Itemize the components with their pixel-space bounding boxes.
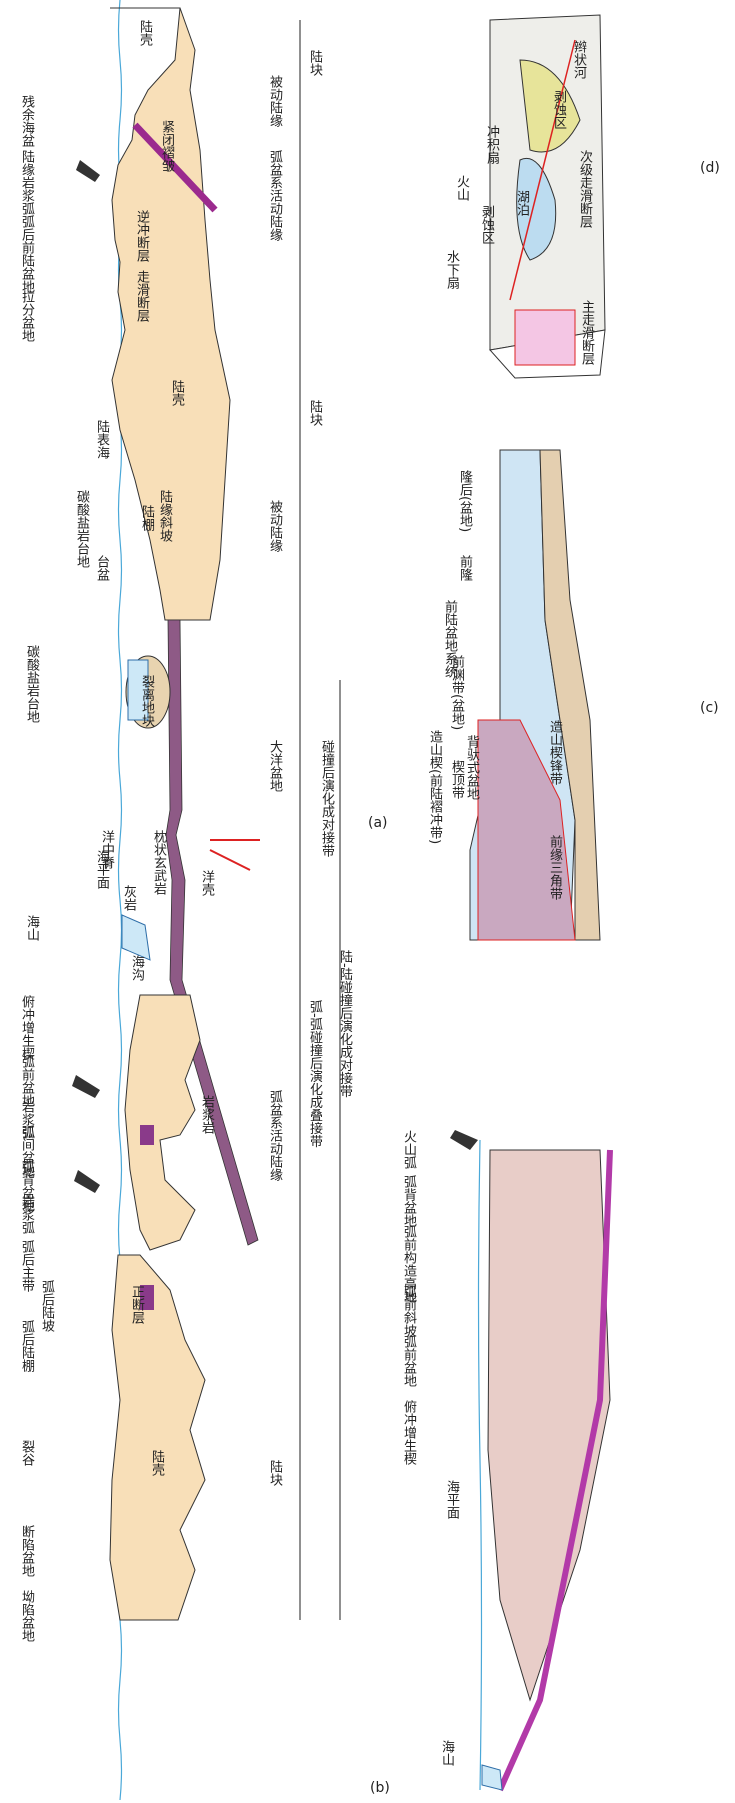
label-backarc-b: 弧背盆地: [402, 1175, 415, 1227]
zone-passive-top: 被动陆缘: [268, 75, 281, 127]
arc-crust-lower: [125, 995, 200, 1250]
panel-a-section: [72, 0, 340, 1800]
label-foreland-system: 前陆盆地系统: [443, 600, 456, 678]
label-continental-crust-top: 陆壳: [138, 20, 151, 46]
label-main-fault: 主走滑断层: [580, 300, 593, 365]
label-erosion-2: 剥蚀区: [480, 205, 493, 244]
label-strike-slip-fault: 走滑断层: [135, 270, 148, 322]
label-piggyback: 背驮式盆地: [465, 735, 478, 800]
label-forearc-slope-b: 弧前斜坡: [402, 1285, 415, 1337]
panel-c-section: [470, 450, 600, 940]
label-continental-crust-mid: 陆壳: [170, 380, 183, 406]
seamount-b: [482, 1765, 502, 1790]
label-seamount-b: 海山: [440, 1740, 453, 1766]
label-mid-ocean-ridge: 洋中脊: [100, 830, 113, 869]
label-continental-crust-bottom: 陆壳: [150, 1450, 163, 1476]
label-alluvial-fan: 冲积扇: [485, 125, 498, 164]
label-retroarc-foreland: 弧后前陆盆地: [20, 215, 33, 293]
caption-c: (c): [700, 700, 719, 716]
label-shelf: 陆棚: [140, 505, 153, 531]
label-seamount: 海山: [25, 915, 38, 941]
label-thrust-fault: 逆冲断层: [135, 210, 148, 262]
label-rift: 裂谷: [20, 1440, 33, 1466]
zone-passive-mid: 被动陆缘: [268, 500, 281, 552]
label-carbonate-platform-1: 碳酸盐岩台地: [75, 490, 88, 568]
seamount-a: [122, 915, 150, 960]
label-backarc-shelf: 弧后陆棚: [20, 1320, 33, 1372]
arc-wedge-b: [488, 1150, 610, 1700]
label-rifted-block: 裂离地块: [140, 675, 153, 727]
label-pillow-basalt: 枕状玄武岩: [152, 830, 165, 895]
label-magmatic-arc-2: 岩浆弧: [20, 1195, 33, 1234]
label-backbulge: 隆后(盆地): [458, 470, 471, 532]
label-volcanic-arc-b: 火山弧: [402, 1130, 415, 1169]
zone-ocean-basin: 大洋盆地: [268, 740, 281, 792]
label-wedge-front: 造山楔锋带: [548, 720, 561, 785]
label-limestone: 灰岩: [122, 885, 135, 911]
label-erosion-1: 剥蚀区: [552, 90, 565, 129]
label-oceanic-crust: 洋壳: [200, 870, 213, 896]
zone-active-top: 弧盆系活动陆缘: [268, 150, 281, 241]
label-orogenic-wedge: 造山楔(前陆褶冲带): [428, 730, 441, 844]
zone-block-mid: 陆块: [308, 400, 321, 426]
caption-a: (a): [368, 815, 388, 831]
label-depression-basin: 坳陷盆地: [20, 1590, 33, 1642]
zone-active-bottom: 弧盆系活动陆缘: [268, 1090, 281, 1181]
fault-hatch-d: [515, 310, 575, 365]
zone-block-top: 陆块: [308, 50, 321, 76]
label-continental-arc: 陆缘岩浆弧: [20, 150, 33, 215]
sea-level-line-b: [479, 1140, 482, 1790]
label-accretionary-b: 俯冲增生楔: [402, 1400, 415, 1465]
label-forearc-basin-b: 弧前盆地: [402, 1335, 415, 1387]
label-secondary-fault: 次级走滑断层: [578, 150, 591, 228]
evolution-arc: 弧-弧碰撞后演化成叠接带: [308, 1000, 321, 1148]
label-fault-basin: 断陷盆地: [20, 1525, 33, 1577]
label-volcano-d: 火山: [455, 175, 468, 201]
zone-block-bottom: 陆块: [268, 1460, 281, 1486]
evolution-continent: 陆-陆碰撞后演化成对接带: [338, 950, 351, 1098]
label-epicontinental-sea: 陆表海: [95, 420, 108, 459]
label-platform-basin: 台盆: [95, 555, 108, 581]
ridge-arrow: [210, 840, 260, 870]
label-wedge-top: 楔顶带: [450, 760, 463, 799]
label-continental-slope: 陆缘斜坡: [158, 490, 171, 542]
label-igneous-rock: 岩浆岩: [200, 1095, 213, 1134]
inter-arc-closure: [140, 1125, 154, 1145]
label-normal-fault: 正断层: [130, 1285, 143, 1324]
label-backarc-main: 弧后主带: [20, 1240, 33, 1292]
label-trench: 海沟: [130, 955, 143, 981]
label-lake: 湖泊: [515, 190, 528, 216]
label-tight-fold: 紧闭褶皱: [160, 120, 173, 172]
label-forebulge: 前隆: [458, 555, 471, 581]
label-sea-level-b: 海平面: [445, 1480, 458, 1519]
volcano-arc-3: [74, 1170, 100, 1193]
volcano-arc-1: [76, 160, 100, 182]
caption-d: (d): [700, 160, 720, 176]
label-residual-sea-basin: 残余海盆: [20, 95, 33, 147]
label-braided-river: 辫状河: [572, 40, 585, 79]
label-subaqueous-fan: 水下扇: [445, 250, 458, 289]
label-pull-apart-basin: 拉分盆地: [20, 290, 33, 342]
panel-b-section: [450, 1130, 610, 1790]
volcano-arc-2: [72, 1075, 100, 1098]
label-accretionary-wedge: 俯冲增生楔: [20, 995, 33, 1060]
oceanic-crust: [166, 620, 258, 1245]
label-carbonate-platform-2: 碳酸盐岩台地: [25, 645, 38, 723]
label-backarc-slope: 弧后陆坡: [40, 1280, 53, 1332]
label-deformation-front: 前缘三角带: [548, 835, 561, 900]
evolution-collision: 碰撞后演化成对接带: [320, 740, 333, 857]
volcano-b: [450, 1130, 478, 1150]
caption-b: (b): [370, 1780, 390, 1796]
continental-crust-lower: [110, 1255, 205, 1620]
